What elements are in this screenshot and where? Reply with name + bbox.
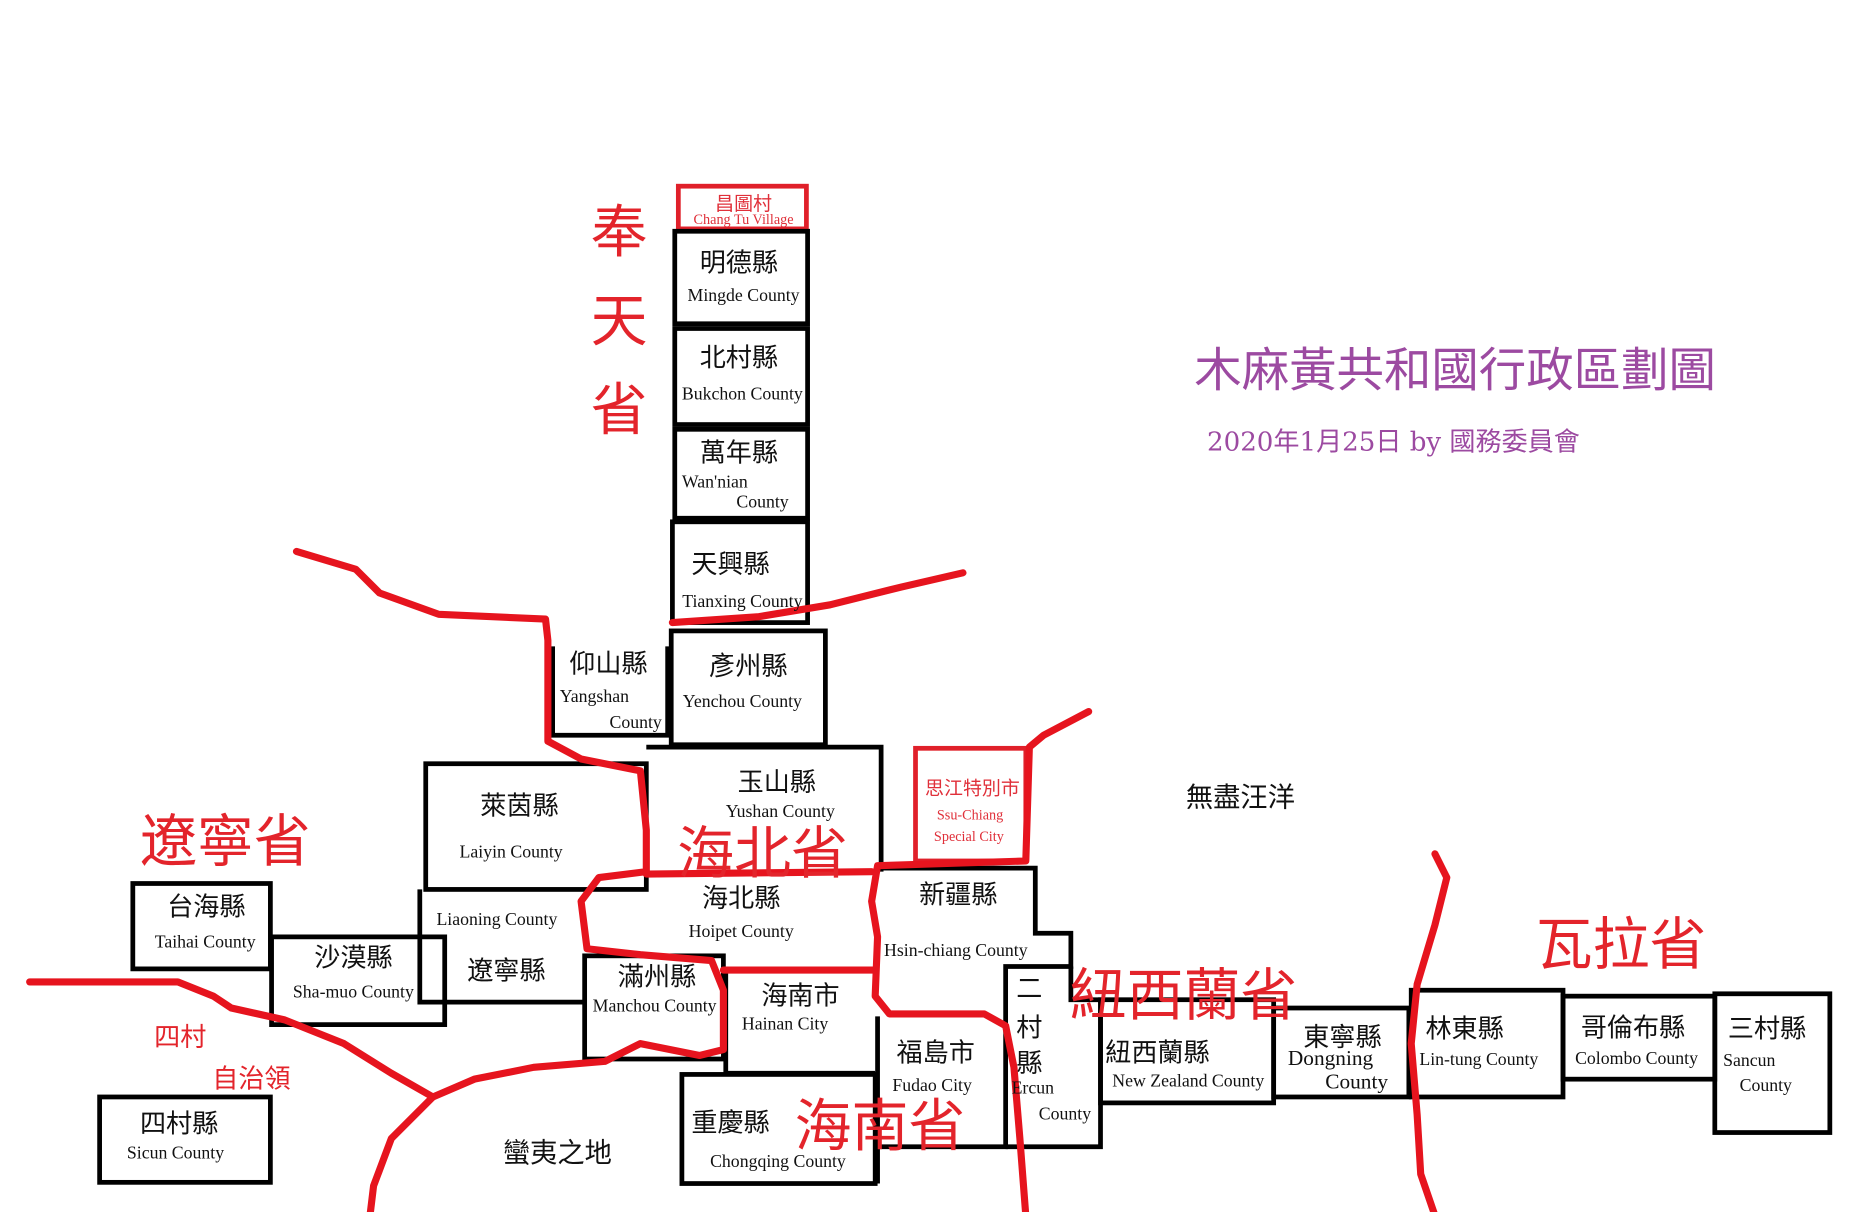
county-laiyin-zh: 萊茵縣 bbox=[480, 792, 558, 822]
county-hoipet-en: Hoipet County bbox=[689, 921, 794, 941]
county-box-yangshan bbox=[550, 646, 671, 738]
county-sancun-zh: 三村縣 bbox=[1728, 1015, 1806, 1045]
county-box-shamuo bbox=[269, 934, 448, 1027]
province-hainan: 海南省 bbox=[795, 1094, 966, 1160]
area-barbarian: 蠻夷之地 bbox=[503, 1138, 612, 1169]
county-bukchon-zh: 北村縣 bbox=[700, 343, 778, 373]
county-hsinchiang-zh: 新疆縣 bbox=[919, 881, 997, 911]
province-sicun-line1: 四村 bbox=[154, 1023, 206, 1053]
county-box-sancun bbox=[1712, 991, 1833, 1135]
county-box-sicun bbox=[97, 1094, 273, 1185]
border-haibei-hainan bbox=[642, 868, 876, 878]
county-liaoning-zh: 遼寧縣 bbox=[467, 957, 545, 987]
map-title: 木麻黃共和國行政區劃圖 bbox=[1194, 344, 1716, 399]
area-ocean: 無盡汪洋 bbox=[1186, 782, 1295, 813]
province-newzealand: 紐西蘭省 bbox=[1070, 963, 1298, 1029]
county-yenchou-en: Yenchou County bbox=[683, 691, 802, 711]
county-changtu-en: Chang Tu Village bbox=[694, 212, 794, 228]
county-sancun-en2: County bbox=[1740, 1075, 1792, 1095]
county-fudao-en: Fudao City bbox=[892, 1075, 972, 1095]
county-ssuchiang-en2: Special City bbox=[934, 829, 1005, 845]
province-sicun-line2: 自治領 bbox=[212, 1064, 290, 1094]
county-manchou-en: Manchou County bbox=[593, 996, 717, 1016]
county-lintung-en: Lin-tung County bbox=[1419, 1049, 1538, 1069]
county-bukchon-en: Bukchon County bbox=[682, 384, 803, 404]
county-yushan-en: Yushan County bbox=[726, 801, 835, 821]
county-colombo-en: Colombo County bbox=[1575, 1048, 1698, 1068]
county-hsinchiang-en: Hsin-chiang County bbox=[884, 940, 1028, 960]
county-newzealand-zh: 紐西蘭縣 bbox=[1105, 1038, 1209, 1068]
border-wala bbox=[1407, 850, 1451, 1212]
county-dongning-en2: County bbox=[1325, 1070, 1388, 1094]
county-sicun-zh: 四村縣 bbox=[140, 1110, 218, 1140]
county-shamuo-zh: 沙漠縣 bbox=[314, 944, 392, 974]
county-colombo-zh: 哥倫布縣 bbox=[1581, 1013, 1685, 1043]
county-ercun-zh-1: 二 bbox=[1016, 974, 1042, 1004]
county-box-mingde bbox=[672, 228, 810, 327]
border-fengtian-haibei bbox=[668, 569, 967, 627]
county-chongqing-en: Chongqing County bbox=[710, 1151, 846, 1171]
county-box-laiyin bbox=[423, 761, 649, 892]
county-tianxing-en: Tianxing County bbox=[682, 591, 802, 611]
county-box-liaoning bbox=[417, 889, 585, 1005]
county-hoipet-zh: 海北縣 bbox=[702, 884, 780, 914]
province-borders bbox=[26, 547, 1451, 1212]
province-wala: 瓦拉省 bbox=[1536, 912, 1707, 978]
county-wannian-en1: Wan'nian bbox=[682, 471, 748, 491]
county-hainan-zh: 海南市 bbox=[761, 981, 839, 1011]
county-mingde-zh: 明德縣 bbox=[700, 249, 778, 279]
county-box-tianxing bbox=[670, 519, 810, 625]
province-haibei: 海北省 bbox=[677, 821, 848, 887]
county-sancun-en1: Sancun bbox=[1723, 1050, 1775, 1070]
province-liaoning: 遼寧省 bbox=[140, 809, 311, 875]
county-yushan-zh: 玉山縣 bbox=[738, 768, 816, 798]
county-ercun-en1: Ercun bbox=[1012, 1077, 1055, 1097]
county-changtu-zh: 昌圖村 bbox=[715, 193, 772, 215]
county-ercun-zh-2: 村 bbox=[1016, 1013, 1042, 1043]
map-subtitle: 2020年1月25日 by 國務委員會 bbox=[1207, 428, 1580, 458]
county-yangshan-zh: 仰山縣 bbox=[569, 649, 647, 679]
county-yenchou-zh: 彥州縣 bbox=[709, 652, 787, 682]
county-manchou-zh: 滿州縣 bbox=[618, 962, 696, 992]
border-fengtian-liaoning bbox=[26, 547, 727, 1101]
county-taihai-zh: 台海縣 bbox=[167, 893, 245, 923]
county-tianxing-zh: 天興縣 bbox=[691, 550, 769, 580]
province-fengtian-char-3: 省 bbox=[591, 377, 648, 443]
county-ercun-en2: County bbox=[1039, 1103, 1091, 1123]
county-box-hsinchiang bbox=[875, 865, 1074, 1150]
border-sicun-south bbox=[366, 1093, 437, 1212]
county-dongning-zh: 東寧縣 bbox=[1303, 1023, 1381, 1053]
county-wannian-en2: County bbox=[736, 492, 788, 512]
county-chongqing-zh: 重慶縣 bbox=[691, 1108, 769, 1138]
county-taihai-en: Taihai County bbox=[155, 932, 256, 952]
county-box-wannian bbox=[672, 426, 810, 521]
county-newzealand-en: New Zealand County bbox=[1112, 1070, 1264, 1090]
county-box-taihai bbox=[130, 881, 273, 972]
county-fudao-zh: 福島市 bbox=[897, 1038, 975, 1068]
county-ssuchiang-zh: 思江特別市 bbox=[925, 778, 1020, 800]
province-fengtian-char-1: 奉 bbox=[591, 199, 648, 265]
county-labels: 昌圖村 Chang Tu Village 明德縣 Mingde County 北… bbox=[127, 193, 1806, 1171]
county-ssuchiang-en1: Ssu-Chiang bbox=[937, 807, 1003, 823]
county-liaoning-en: Liaoning County bbox=[436, 909, 557, 929]
county-ercun-zh-3: 縣 bbox=[1016, 1049, 1042, 1079]
county-shamuo-en: Sha-muo County bbox=[293, 981, 414, 1001]
county-lintung-zh: 林東縣 bbox=[1425, 1015, 1503, 1045]
county-box-yenchou bbox=[668, 628, 828, 748]
county-sicun-en: Sicun County bbox=[127, 1143, 224, 1163]
county-wannian-zh: 萬年縣 bbox=[700, 438, 778, 468]
county-hainan-en: Hainan City bbox=[742, 1013, 828, 1033]
province-fengtian-char-2: 天 bbox=[591, 288, 648, 354]
county-yangshan-en1: Yangshan bbox=[560, 686, 629, 706]
border-newzealand bbox=[868, 707, 1093, 1212]
county-mingde-en: Mingde County bbox=[688, 285, 800, 305]
county-yangshan-en2: County bbox=[609, 712, 661, 732]
county-dongning-en1: Dongning bbox=[1288, 1046, 1374, 1070]
county-box-bukchon bbox=[672, 326, 810, 427]
county-borders bbox=[97, 183, 1833, 1186]
county-box-yushan bbox=[646, 744, 884, 872]
county-laiyin-en: Laiyin County bbox=[460, 841, 563, 861]
